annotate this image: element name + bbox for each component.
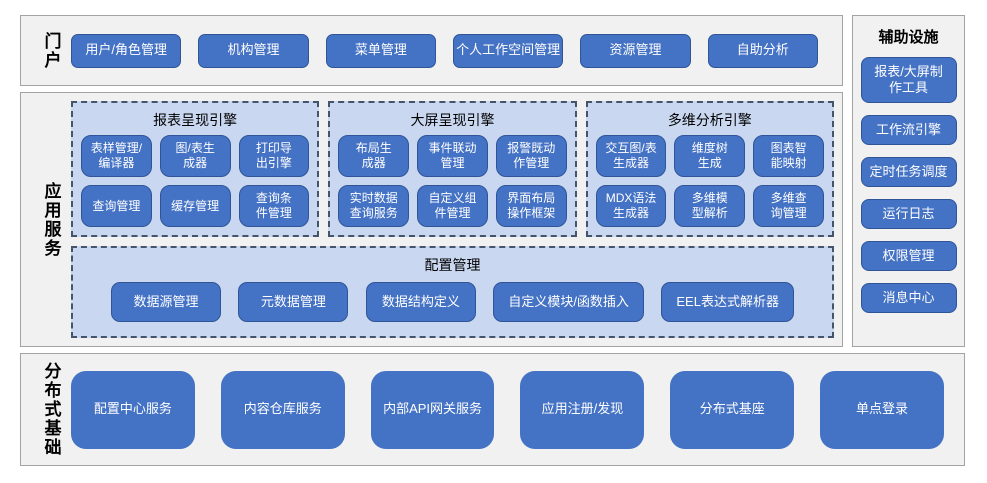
foundation-btn-single-sign-on[interactable]: 单点登录 <box>820 370 944 449</box>
portal-button-workspace-mgmt[interactable]: 个人工作空间管理 <box>452 33 564 68</box>
config-mgmt-panel: 配置管理 数据源管理 元数据管理 数据结构定义 自定义模块/函数插入 EEL表达… <box>71 246 834 338</box>
config-btn-custom-module-function-insert[interactable]: 自定义模块/函数插入 <box>493 282 644 322</box>
app-services-content: 报表呈现引擎 表样管理/ 编译器 图/表生 成器 打印导 出引擎 查询管理 缓存… <box>71 101 834 338</box>
olap-engine-title: 多维分析引擎 <box>667 112 752 128</box>
aux-button-workflow-engine[interactable]: 工作流引擎 <box>860 115 957 145</box>
bigscreen-btn-layout-generator[interactable]: 布局生 成器 <box>338 135 410 177</box>
config-btn-metadata-mgmt[interactable]: 元数据管理 <box>238 282 349 322</box>
aux-button-task-scheduler[interactable]: 定时任务调度 <box>860 157 957 187</box>
report-btn-template-compiler[interactable]: 表样管理/ 编译器 <box>81 135 152 177</box>
aux-button-run-log[interactable]: 运行日志 <box>860 199 957 229</box>
olap-btn-multidim-model-parsing[interactable]: 多维模 型解析 <box>674 185 746 227</box>
bigscreen-btn-realtime-query-service[interactable]: 实时数据 查询服务 <box>338 185 410 227</box>
engine-panels: 报表呈现引擎 表样管理/ 编译器 图/表生 成器 打印导 出引擎 查询管理 缓存… <box>71 101 834 237</box>
bigscreen-btn-ui-layout-framework[interactable]: 界面布局 操作框架 <box>495 185 567 227</box>
portal-button-menu-mgmt[interactable]: 菜单管理 <box>325 33 436 68</box>
app-services-section: 应用服务 报表呈现引擎 表样管理/ 编译器 图/表生 成器 打印导 出引擎 查询… <box>20 92 843 347</box>
bigscreen-engine-grid: 布局生 成器 事件联动 管理 报警既动 作管理 实时数据 查询服务 自定义组 件… <box>338 135 567 227</box>
portal-button-user-role-mgmt[interactable]: 用户/角色管理 <box>71 33 182 68</box>
config-btn-data-structure-definition[interactable]: 数据结构定义 <box>365 282 476 322</box>
report-btn-cache-mgmt[interactable]: 缓存管理 <box>159 185 231 227</box>
aux-facilities-section: 辅助设施 报表/大屏制 作工具 工作流引擎 定时任务调度 运行日志 权限管理 消… <box>852 15 965 347</box>
app-services-label: 应用服务 <box>41 181 61 258</box>
foundation-label: 分布式基础 <box>41 362 61 457</box>
olap-btn-multidim-query-mgmt[interactable]: 多维查 询管理 <box>753 185 824 227</box>
olap-engine-panel: 多维分析引擎 交互图/表 生成器 维度树 生成 图表智 能映射 MDX语法 生成… <box>585 101 834 237</box>
report-btn-chart-generator[interactable]: 图/表生 成器 <box>159 135 231 177</box>
olap-btn-dimension-tree-generation[interactable]: 维度树 生成 <box>674 135 746 177</box>
report-btn-query-mgmt[interactable]: 查询管理 <box>81 185 152 227</box>
bigscreen-btn-event-linkage-mgmt[interactable]: 事件联动 管理 <box>417 135 488 177</box>
config-btn-datasource-mgmt[interactable]: 数据源管理 <box>111 282 221 322</box>
foundation-buttons: 配置中心服务 内容仓库服务 内部API网关服务 应用注册/发现 分布式基座 单点… <box>71 370 944 449</box>
olap-engine-grid: 交互图/表 生成器 维度树 生成 图表智 能映射 MDX语法 生成器 多维模 型… <box>595 135 824 227</box>
report-engine-title: 报表呈现引擎 <box>153 112 238 128</box>
bigscreen-engine-panel: 大屏呈现引擎 布局生 成器 事件联动 管理 报警既动 作管理 实时数据 查询服务… <box>328 101 577 237</box>
foundation-btn-config-center-service[interactable]: 配置中心服务 <box>71 370 195 449</box>
config-mgmt-title: 配置管理 <box>424 257 481 273</box>
portal-button-org-mgmt[interactable]: 机构管理 <box>198 33 309 68</box>
portal-button-self-analysis[interactable]: 自助分析 <box>707 33 818 68</box>
bigscreen-btn-alarm-action-mgmt[interactable]: 报警既动 作管理 <box>495 135 567 177</box>
portal-section: 门户 用户/角色管理 机构管理 菜单管理 个人工作空间管理 资源管理 自助分析 <box>20 15 843 86</box>
portal-button-resource-mgmt[interactable]: 资源管理 <box>580 33 691 68</box>
aux-facilities-title: 辅助设施 <box>878 29 939 46</box>
bigscreen-btn-custom-component-mgmt[interactable]: 自定义组 件管理 <box>417 185 488 227</box>
foundation-btn-app-register-discovery[interactable]: 应用注册/发现 <box>520 370 645 449</box>
report-engine-grid: 表样管理/ 编译器 图/表生 成器 打印导 出引擎 查询管理 缓存管理 查询条 … <box>81 135 310 227</box>
olap-btn-interactive-chart-generator[interactable]: 交互图/表 生成器 <box>595 135 667 177</box>
portal-buttons: 用户/角色管理 机构管理 菜单管理 个人工作空间管理 资源管理 自助分析 <box>71 33 818 68</box>
foundation-section: 分布式基础 配置中心服务 内容仓库服务 内部API网关服务 应用注册/发现 分布… <box>20 353 965 466</box>
aux-button-report-screen-maker[interactable]: 报表/大屏制 作工具 <box>860 57 957 103</box>
olap-btn-mdx-syntax-generator[interactable]: MDX语法 生成器 <box>595 185 667 227</box>
report-btn-query-condition-mgmt[interactable]: 查询条 件管理 <box>238 185 310 227</box>
foundation-btn-content-repo-service[interactable]: 内容仓库服务 <box>220 370 345 449</box>
bigscreen-engine-title: 大屏呈现引擎 <box>410 112 495 128</box>
portal-section-label: 门户 <box>41 31 61 70</box>
config-btn-eel-expression-parser[interactable]: EEL表达式解析器 <box>661 282 794 322</box>
foundation-btn-internal-api-gateway[interactable]: 内部API网关服务 <box>370 370 495 449</box>
aux-button-message-center[interactable]: 消息中心 <box>860 283 957 313</box>
report-btn-print-export-engine[interactable]: 打印导 出引擎 <box>238 135 310 177</box>
olap-btn-smart-chart-mapping[interactable]: 图表智 能映射 <box>753 135 824 177</box>
aux-button-permission-mgmt[interactable]: 权限管理 <box>860 241 957 271</box>
foundation-btn-distributed-base[interactable]: 分布式基座 <box>670 370 795 449</box>
report-engine-panel: 报表呈现引擎 表样管理/ 编译器 图/表生 成器 打印导 出引擎 查询管理 缓存… <box>71 101 320 237</box>
config-mgmt-buttons: 数据源管理 元数据管理 数据结构定义 自定义模块/函数插入 EEL表达式解析器 <box>81 280 824 328</box>
